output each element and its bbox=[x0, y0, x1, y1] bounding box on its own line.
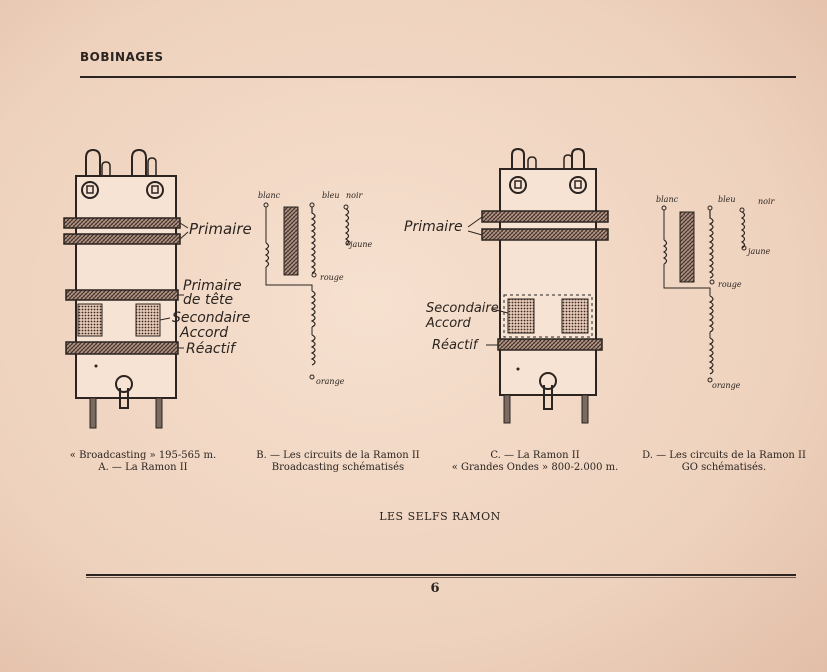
label-primaire: Primaire bbox=[189, 220, 252, 238]
label-primaire-de-tete-2: de tête bbox=[183, 292, 233, 308]
label-accord: Accord bbox=[179, 325, 228, 341]
wire-label-blanc: blanc bbox=[258, 191, 281, 200]
label-reactif: Réactif bbox=[432, 338, 480, 353]
caption-d-line2: GO schématisés. bbox=[681, 462, 767, 473]
footer-rule bbox=[86, 574, 796, 576]
caption-d-line1: D. — Les circuits de la Ramon II bbox=[642, 450, 806, 461]
page-header-title: BOBINAGES bbox=[80, 50, 164, 64]
label-primaire-de-tete-1: Primaire bbox=[183, 278, 242, 294]
wire-label-noir: noir bbox=[758, 197, 776, 206]
label-reactif: Réactif bbox=[186, 341, 237, 357]
wire-label-bleu: bleu bbox=[322, 191, 340, 200]
wire-label-blanc: blanc bbox=[656, 195, 679, 204]
footer-rule-thin bbox=[86, 577, 796, 578]
caption-b: B. — Les circuits de la Ramon II Broadca… bbox=[240, 450, 436, 474]
figure-d-circuit-schematic: blanc bleu noir jaune rouge orange bbox=[650, 192, 780, 406]
wire-label-orange: orange bbox=[712, 381, 741, 390]
wire-label-orange: orange bbox=[316, 377, 345, 386]
label-secondaire: Secondaire bbox=[172, 310, 250, 326]
caption-b-line2: Broadcasting schématisés bbox=[271, 462, 405, 473]
caption-a-line1: « Broadcasting » 195-565 m. bbox=[69, 450, 217, 461]
page-number: 6 bbox=[430, 581, 440, 596]
label-accord: Accord bbox=[425, 316, 471, 331]
caption-d: D. — Les circuits de la Ramon II GO sché… bbox=[626, 450, 822, 474]
header-rule bbox=[80, 76, 796, 78]
wire-label-rouge: rouge bbox=[320, 273, 344, 282]
label-primaire: Primaire bbox=[404, 219, 463, 235]
figure-c-coil-drawing: Primaire Secondaire Accord Réactif bbox=[400, 145, 620, 439]
wire-label-noir: noir bbox=[346, 191, 364, 200]
wire-label-rouge: rouge bbox=[718, 280, 742, 289]
caption-c-line1: C. — La Ramon II bbox=[490, 450, 580, 461]
caption-a: « Broadcasting » 195-565 m. A. — La Ramo… bbox=[58, 450, 228, 474]
caption-c: C. — La Ramon II « Grandes Ondes » 800-2… bbox=[440, 450, 630, 474]
label-secondaire: Secondaire bbox=[426, 301, 499, 316]
wire-label-bleu: bleu bbox=[718, 195, 736, 204]
caption-c-line2: « Grandes Ondes » 800-2.000 m. bbox=[451, 462, 619, 473]
wire-label-jaune: jaune bbox=[746, 247, 771, 256]
caption-a-line2: A. — La Ramon II bbox=[98, 462, 188, 473]
caption-b-line1: B. — Les circuits de la Ramon II bbox=[256, 450, 420, 461]
wire-label-jaune: jaune bbox=[348, 240, 373, 249]
figure-b-circuit-schematic: blanc bleu noir jaune rouge orange bbox=[250, 185, 380, 399]
figure-a-coil-drawing: Primaire Primaire de tête Secondaire Acc… bbox=[60, 140, 260, 444]
figure-title: LES SELFS RAMON bbox=[379, 510, 501, 523]
